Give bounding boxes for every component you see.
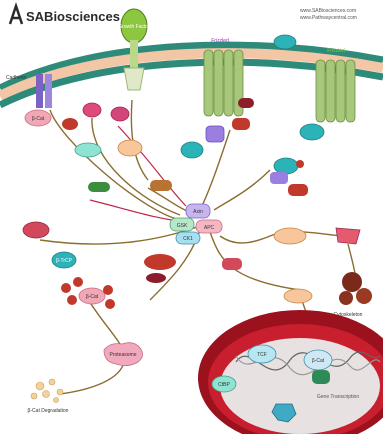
protein-nodes: β-Cat — [25, 98, 324, 196]
node-red-1 — [62, 118, 78, 130]
ctbp-label: CtBP — [218, 382, 230, 388]
cytoskeleton-spheres — [339, 272, 372, 305]
node-red-3 — [288, 184, 308, 196]
node-purple-1 — [206, 126, 224, 142]
node-brown-1 — [150, 180, 172, 191]
node-orange-nuclear-entry — [284, 289, 312, 303]
node-teal-2 — [181, 142, 203, 158]
degradation-fragments — [31, 379, 63, 403]
axin-label: Axin — [193, 209, 203, 215]
proteasome-label: Proteasome — [110, 352, 137, 358]
node-pink-right — [336, 228, 360, 244]
wnt-ligand — [274, 35, 296, 49]
transcription-factor-node — [312, 370, 330, 384]
node-teal-4 — [274, 158, 298, 174]
node-darkred-1 — [238, 98, 254, 108]
node-red-2 — [232, 118, 250, 130]
ubiquitinated-beta-cat: β-Cat — [61, 277, 115, 309]
beta-trcp-label: β-TrCP — [56, 258, 73, 264]
node-purple-2 — [270, 172, 288, 184]
gsk-label: GSK — [177, 223, 188, 229]
node-orange-right — [274, 228, 306, 244]
brand-url-1: www.SABiosciences.com — [300, 8, 356, 14]
beta-cat-ub-label: β-Cat — [86, 294, 99, 300]
proteasome: Proteasome — [104, 343, 143, 366]
tcf-label: TCF — [257, 352, 267, 358]
node-pink-1 — [83, 103, 101, 117]
beta-cat-nuclear-label: β-Cat — [312, 358, 325, 364]
logo: SABiosciences — [10, 6, 120, 24]
cell-membrane — [0, 45, 383, 105]
node-pink-2 — [111, 107, 129, 121]
node-green-1 — [88, 182, 110, 192]
node-red-mid — [144, 254, 176, 270]
frizzled-right-label: Frizzled — [327, 48, 345, 54]
beta-cat-left-label: β-Cat — [32, 116, 45, 122]
node-teal-3 — [300, 124, 324, 140]
node-left-red — [23, 222, 49, 238]
node-darkred-mid — [146, 273, 166, 283]
ck1-label: CK1 — [183, 236, 193, 242]
growth-factor-label: Growth Factor — [118, 24, 150, 30]
brand-name: SABiosciences — [26, 9, 120, 24]
node-red-right — [222, 258, 242, 270]
gene-transcription-label: Gene Transcription — [317, 394, 359, 400]
node-teal-1 — [75, 143, 101, 157]
degradation-label: β-Cat Degradation — [28, 408, 69, 414]
node-red-dot — [296, 160, 304, 168]
brand-url-2: www.Pathwaycentral.com — [300, 15, 357, 21]
apc-label: APC — [204, 225, 215, 231]
node-orange-1 — [118, 140, 142, 156]
cadherin-label: Cadherin — [6, 75, 27, 81]
frizzled-left-label: Frizzled — [211, 38, 229, 44]
